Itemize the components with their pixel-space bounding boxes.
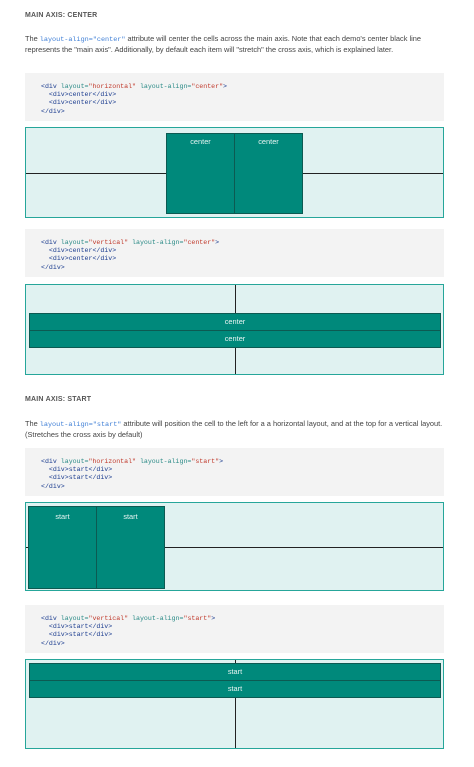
main-axis-line (26, 547, 443, 548)
desc-text: The (25, 34, 40, 43)
code-line: <div>start</div> (41, 466, 113, 474)
description-center: The layout-align="center" attribute will… (25, 34, 445, 55)
code-token: > (211, 615, 216, 622)
code-line: <div>start</div> (41, 631, 113, 639)
code-token: <div (41, 239, 61, 246)
code-token: "vertical" (88, 615, 129, 622)
layout-cell: center (234, 133, 303, 214)
inline-code: layout-align="start" (39, 421, 122, 429)
description-start: The layout-align="start" attribute will … (25, 419, 445, 440)
code-line: </div> (41, 482, 65, 490)
code-token: <div (41, 83, 61, 90)
code-token: "start" (183, 615, 212, 622)
code-token: <div (41, 458, 61, 465)
demo-vertical-start: start start (25, 659, 444, 749)
code-line: <div>start</div> (41, 474, 113, 482)
demo-horizontal-center: center center (25, 127, 444, 218)
demo-vertical-center: center center (25, 284, 444, 375)
layout-cell: start (28, 506, 97, 589)
code-line: </div> (41, 639, 65, 647)
demo-horizontal-start: start start (25, 502, 444, 591)
code-line: <div>center</div> (41, 255, 117, 263)
code-line: <div>center</div> (41, 91, 117, 99)
code-line: </div> (41, 107, 65, 115)
code-token: layout= (60, 615, 89, 622)
code-token: "center" (191, 83, 224, 90)
code-line: <div>center</div> (41, 99, 117, 107)
layout-cell: start (96, 506, 165, 589)
layout-cell: center (29, 313, 441, 331)
code-token: > (219, 458, 224, 465)
code-block-vertical-center: <div layout="vertical" layout-align="cen… (25, 229, 444, 277)
code-token: "horizontal" (88, 458, 136, 465)
desc-text: attribute will center the cells across t… (25, 34, 421, 54)
code-token: "start" (191, 458, 220, 465)
code-token: > (215, 239, 220, 246)
code-line: <div>center</div> (41, 247, 117, 255)
code-token: layout-align= (128, 615, 184, 622)
section-title-start: MAIN AXIS: START (25, 396, 92, 403)
layout-cell: center (29, 330, 441, 348)
code-block-horizontal-center: <div layout="horizontal" layout-align="c… (25, 73, 444, 121)
code-line: </div> (41, 263, 65, 271)
layout-cell: start (29, 663, 441, 681)
inline-code: layout-align="center" (39, 36, 126, 44)
code-token: layout= (60, 83, 89, 90)
code-token: "vertical" (88, 239, 129, 246)
code-token: layout-align= (135, 83, 192, 90)
code-token: layout-align= (128, 239, 184, 246)
code-token: layout= (60, 458, 89, 465)
main-axis-line (235, 660, 236, 748)
desc-text: The (25, 419, 40, 428)
code-token: > (223, 83, 228, 90)
section-title-center: MAIN AXIS: CENTER (25, 12, 98, 19)
code-token: "center" (183, 239, 216, 246)
code-block-horizontal-start: <div layout="horizontal" layout-align="s… (25, 448, 444, 496)
layout-cell: center (166, 133, 235, 214)
code-token: "horizontal" (88, 83, 136, 90)
code-token: layout-align= (135, 458, 192, 465)
desc-text: attribute will position the cell to the … (25, 419, 443, 439)
layout-cell: start (29, 680, 441, 698)
code-line: <div>start</div> (41, 623, 113, 631)
code-block-vertical-start: <div layout="vertical" layout-align="sta… (25, 605, 444, 653)
code-token: <div (41, 615, 61, 622)
code-token: layout= (60, 239, 89, 246)
